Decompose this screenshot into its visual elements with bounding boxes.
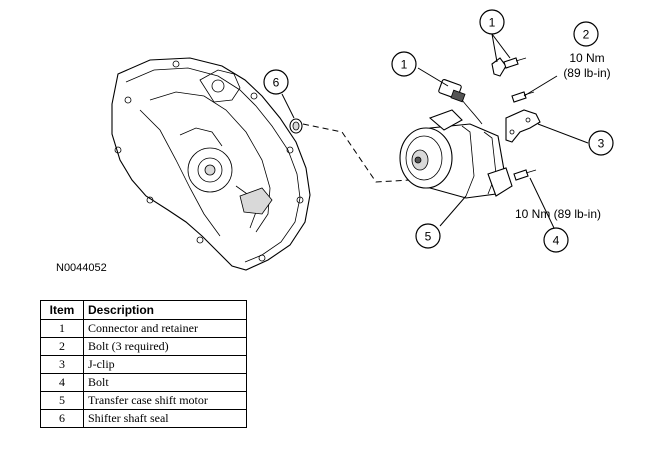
legend-header-row: Item Description	[40, 300, 247, 320]
legend-item-number: 5	[40, 391, 84, 410]
svg-text:2: 2	[583, 28, 590, 42]
j-clip	[505, 109, 541, 143]
legend-item-description: Bolt (3 required)	[83, 337, 247, 356]
leader-4	[529, 177, 555, 229]
callout-1-left: 1	[391, 51, 417, 77]
legend-item-number: 6	[40, 409, 84, 428]
shifter-shaft-seal	[289, 118, 303, 134]
alignment-line	[302, 123, 411, 183]
transfer-case-shift-motor	[399, 109, 513, 199]
leader-1a	[417, 67, 449, 87]
table-row: 6 Shifter shaft seal	[40, 409, 247, 428]
exploded-view-diagram: 1 1 2 3 4 5 6 10 Nm (89 lb-in) 10 Nm (89…	[111, 9, 614, 271]
legend-header-description: Description	[83, 300, 247, 320]
svg-text:1: 1	[489, 16, 496, 30]
table-row: 2 Bolt (3 required)	[40, 337, 247, 356]
legend-item-number: 1	[40, 319, 84, 338]
legend-item-description: J-clip	[83, 355, 247, 374]
leader-3	[537, 123, 589, 144]
leader-1b	[491, 33, 498, 63]
legend-item-description: Shifter shaft seal	[83, 409, 247, 428]
bolt-upper	[503, 57, 527, 69]
leader-5	[439, 195, 467, 227]
legend-item-description: Transfer case shift motor	[83, 391, 247, 410]
table-row: 5 Transfer case shift motor	[40, 391, 247, 410]
table-row: 1 Connector and retainer	[40, 319, 247, 338]
legend-item-number: 2	[40, 337, 84, 356]
callout-6: 6	[263, 69, 289, 95]
legend-item-description: Bolt	[83, 373, 247, 392]
svg-text:6: 6	[273, 76, 280, 90]
callout-1-top: 1	[479, 9, 505, 35]
table-row: 3 J-clip	[40, 355, 247, 374]
legend-item-number: 4	[40, 373, 84, 392]
callout-5: 5	[415, 223, 441, 249]
transfer-case-housing	[111, 57, 311, 271]
bolt-lower	[513, 169, 537, 181]
callout-4: 4	[543, 227, 569, 253]
leader-1b2	[491, 33, 511, 59]
leader-2	[523, 75, 558, 97]
legend-table: Item Description 1 Connector and retaine…	[40, 300, 247, 428]
bolt-middle	[511, 91, 535, 103]
torque-label-upper-nm: 10 Nm	[569, 51, 604, 65]
svg-text:3: 3	[598, 137, 605, 151]
torque-label-lower: 10 Nm (89 lb-in)	[515, 207, 601, 221]
svg-text:5: 5	[425, 230, 432, 244]
callout-3: 3	[588, 130, 614, 156]
callout-2: 2	[573, 21, 599, 47]
legend-header-item: Item	[40, 300, 84, 320]
table-row: 4 Bolt	[40, 373, 247, 392]
leader-6	[281, 93, 295, 119]
legend-item-description: Connector and retainer	[83, 319, 247, 338]
legend-item-number: 3	[40, 355, 84, 374]
torque-label-upper-lbin: (89 lb-in)	[563, 66, 610, 80]
figure-id: N0044052	[56, 262, 107, 274]
svg-text:1: 1	[401, 58, 408, 72]
svg-text:4: 4	[553, 234, 560, 248]
